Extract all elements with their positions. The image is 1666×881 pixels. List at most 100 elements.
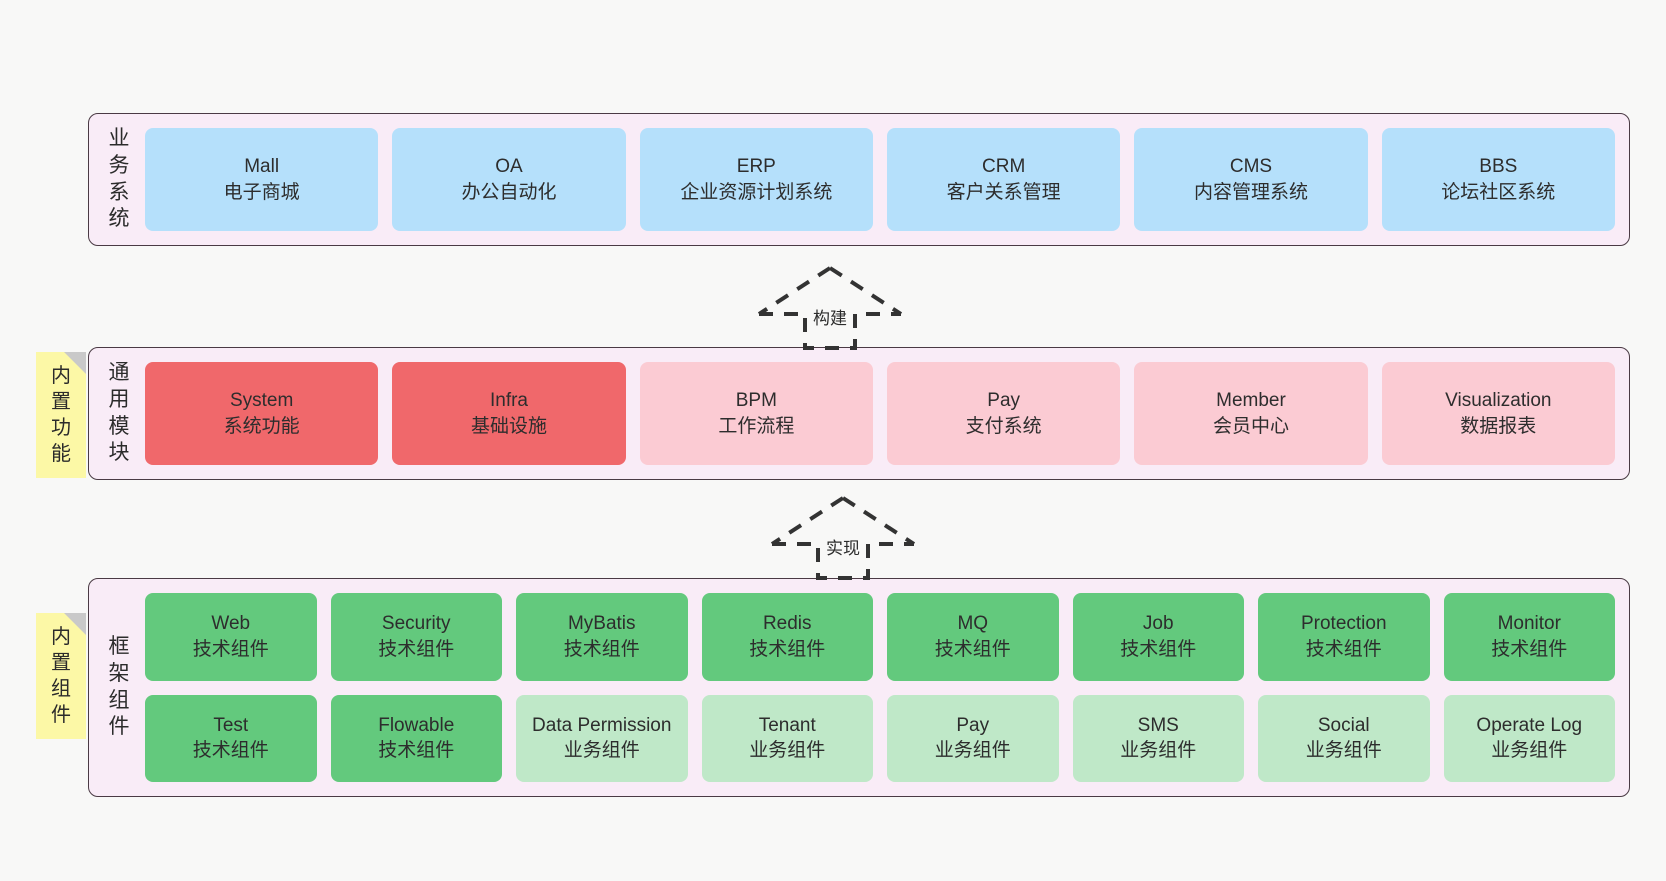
layer-title-char: 系: [108, 180, 130, 204]
card-subtitle: 技术组件: [749, 638, 826, 660]
note-fold-icon: [64, 613, 86, 635]
card-subtitle: 内容管理系统: [1193, 181, 1308, 203]
card-mall[interactable]: Mall 电子商城: [145, 128, 379, 231]
card-subtitle: 数据报表: [1460, 415, 1537, 437]
card-title: Infra: [489, 390, 528, 412]
card-subtitle: 系统功能: [223, 415, 300, 437]
card-title: Protection: [1300, 613, 1387, 635]
card-title: Pay: [956, 714, 990, 736]
card-title: Operate Log: [1476, 714, 1583, 736]
card-title: Member: [1216, 390, 1286, 412]
card-subtitle: 支付系统: [965, 415, 1042, 437]
card-title: Visualization: [1445, 390, 1552, 412]
card-mybatis[interactable]: MyBatis 技术组件: [516, 593, 688, 681]
card-title: BBS: [1479, 156, 1518, 178]
cell-row: Mall 电子商城 OA 办公自动化 ERP 企业资源计划系统 CRM 客户关系…: [145, 128, 1615, 231]
layer-title-common-modules: 通 用 模 块: [99, 348, 139, 479]
card-visualization[interactable]: Visualization 数据报表: [1381, 362, 1615, 465]
card-tenant[interactable]: Tenant 业务组件: [701, 694, 873, 782]
card-test[interactable]: Test 技术组件: [145, 694, 317, 782]
layer-business-systems: 业 务 系 统 Mall 电子商城 OA 办公自动化 ERP 企业资源计划系统: [88, 113, 1630, 246]
card-cms[interactable]: CMS 内容管理系统: [1134, 128, 1368, 231]
card-protection[interactable]: Protection 技术组件: [1258, 593, 1430, 681]
card-subtitle: 业务组件: [1120, 740, 1197, 762]
card-oa[interactable]: OA 办公自动化: [392, 128, 626, 231]
note-char: 置: [51, 652, 71, 674]
card-title: Data Permission: [532, 714, 672, 736]
card-flowable[interactable]: Flowable 技术组件: [330, 694, 502, 782]
card-title: Pay: [987, 390, 1021, 412]
card-title: Web: [211, 613, 251, 635]
common-modules-grid: System 系统功能 Infra 基础设施 BPM 工作流程 Pay 支付系统…: [145, 348, 1615, 479]
connector-implement-label: 实现: [826, 539, 860, 558]
layer-title-char: 组: [108, 688, 130, 712]
card-title: Test: [213, 714, 249, 736]
card-subtitle: 技术组件: [1491, 638, 1568, 660]
note-char: 置: [51, 391, 71, 413]
layer-title-char: 框: [108, 634, 130, 658]
card-bpm[interactable]: BPM 工作流程: [639, 362, 873, 465]
layer-title-char: 模: [108, 414, 130, 438]
card-erp[interactable]: ERP 企业资源计划系统: [639, 128, 873, 231]
cell-row: System 系统功能 Infra 基础设施 BPM 工作流程 Pay 支付系统…: [145, 362, 1615, 465]
card-system[interactable]: System 系统功能: [145, 362, 379, 465]
card-bbs[interactable]: BBS 论坛社区系统: [1381, 128, 1615, 231]
card-pay-module[interactable]: Pay 支付系统: [886, 362, 1121, 465]
card-subtitle: 论坛社区系统: [1441, 181, 1556, 203]
cell-row: Test 技术组件 Flowable 技术组件 Data Permission …: [145, 694, 1615, 782]
card-job[interactable]: Job 技术组件: [1072, 593, 1244, 681]
card-subtitle: 企业资源计划系统: [680, 181, 833, 203]
card-security[interactable]: Security 技术组件: [330, 593, 502, 681]
card-sms[interactable]: SMS 业务组件: [1072, 694, 1244, 782]
card-mq[interactable]: MQ 技术组件: [887, 593, 1059, 681]
card-title: CRM: [982, 156, 1026, 178]
card-crm[interactable]: CRM 客户关系管理: [886, 128, 1121, 231]
layer-title-char: 统: [108, 207, 130, 231]
card-subtitle: 技术组件: [378, 638, 455, 660]
note-fold-icon: [64, 352, 86, 374]
card-title: System: [229, 390, 294, 412]
card-title: OA: [495, 156, 523, 178]
card-subtitle: 技术组件: [563, 638, 640, 660]
card-subtitle: 技术组件: [192, 638, 269, 660]
layer-title-business-systems: 业 务 系 统: [99, 114, 139, 245]
layer-title-char: 用: [108, 387, 130, 411]
card-title: Security: [381, 613, 451, 635]
card-subtitle: 办公自动化: [461, 181, 557, 203]
card-title: Job: [1142, 613, 1174, 635]
card-title: MyBatis: [567, 613, 636, 635]
card-subtitle: 业务组件: [1305, 740, 1382, 762]
framework-components-grid: Web 技术组件 Security 技术组件 MyBatis 技术组件 Redi…: [145, 579, 1615, 796]
card-title: CMS: [1229, 156, 1273, 178]
note-builtin-features: 内 置 功 能: [36, 352, 86, 478]
note-builtin-components: 内 置 组 件: [36, 613, 86, 739]
cell-row: Web 技术组件 Security 技术组件 MyBatis 技术组件 Redi…: [145, 593, 1615, 681]
card-pay-component[interactable]: Pay 业务组件: [887, 694, 1059, 782]
card-member[interactable]: Member 会员中心: [1134, 362, 1368, 465]
connector-build-label: 构建: [813, 309, 847, 328]
note-char: 功: [51, 417, 71, 439]
card-infra[interactable]: Infra 基础设施: [392, 362, 626, 465]
card-subtitle: 业务组件: [563, 740, 640, 762]
card-redis[interactable]: Redis 技术组件: [701, 593, 873, 681]
connector-implement: 实现: [768, 492, 918, 580]
generalization-arrow-icon: [770, 496, 916, 580]
card-subtitle: 客户关系管理: [946, 181, 1061, 203]
card-title: BPM: [735, 390, 777, 412]
card-operate-log[interactable]: Operate Log 业务组件: [1443, 694, 1615, 782]
card-subtitle: 会员中心: [1212, 415, 1289, 437]
card-subtitle: 技术组件: [378, 740, 455, 762]
card-subtitle: 技术组件: [1120, 638, 1197, 660]
card-data-permission[interactable]: Data Permission 业务组件: [516, 694, 688, 782]
card-monitor[interactable]: Monitor 技术组件: [1443, 593, 1615, 681]
card-subtitle: 业务组件: [749, 740, 826, 762]
business-systems-grid: Mall 电子商城 OA 办公自动化 ERP 企业资源计划系统 CRM 客户关系…: [145, 114, 1615, 245]
layer-title-char: 架: [108, 661, 130, 685]
card-social[interactable]: Social 业务组件: [1258, 694, 1430, 782]
card-subtitle: 技术组件: [192, 740, 269, 762]
note-char: 能: [51, 443, 71, 465]
card-web[interactable]: Web 技术组件: [145, 593, 317, 681]
card-title: Mall: [244, 156, 280, 178]
layer-title-framework-components: 框 架 组 件: [99, 579, 139, 796]
